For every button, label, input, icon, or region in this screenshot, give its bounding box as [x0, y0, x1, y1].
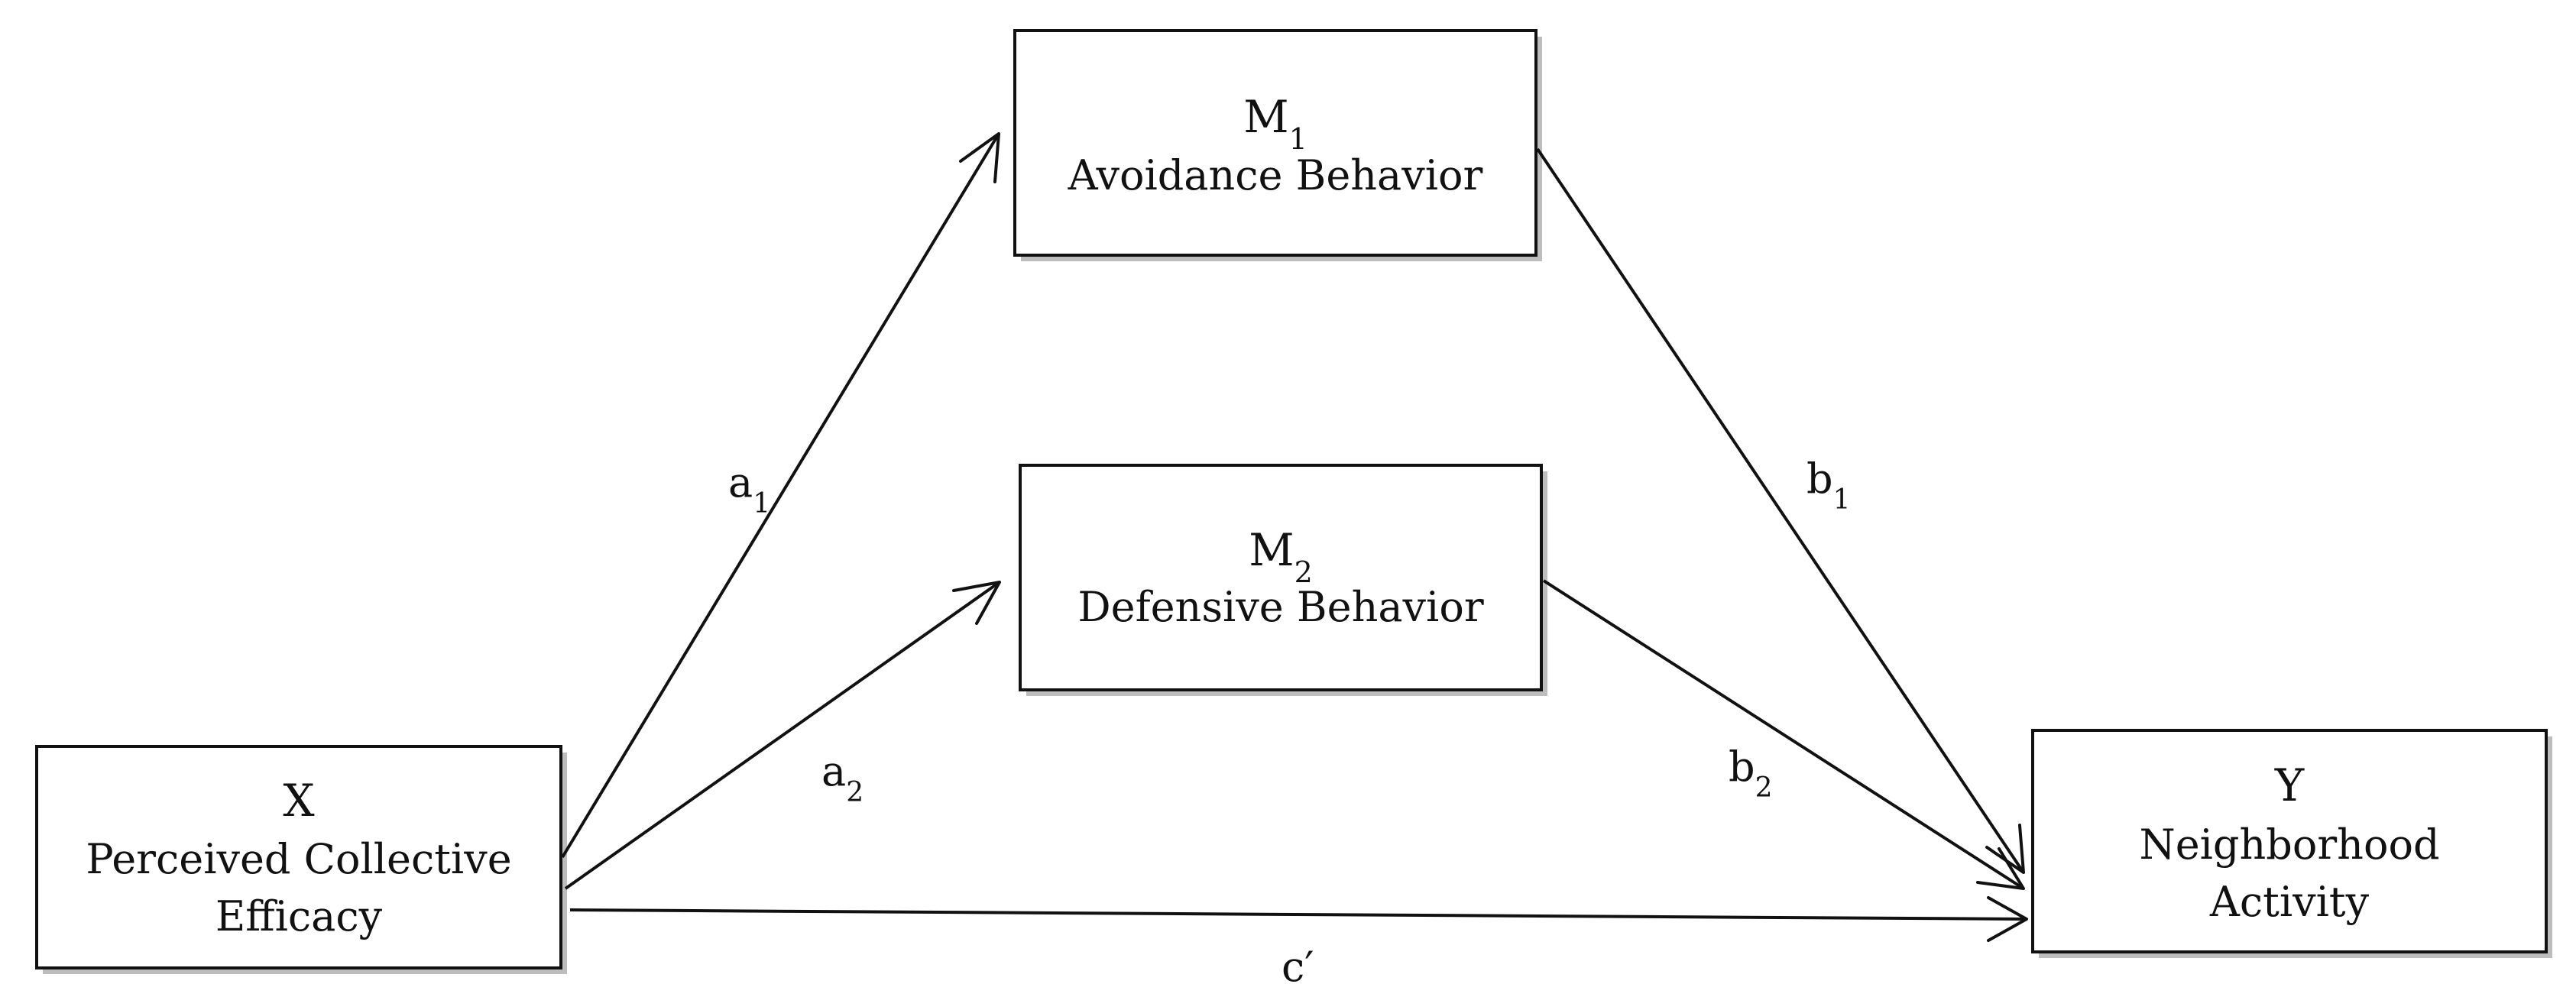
arrow-b1-head: [1985, 824, 2025, 874]
node-x-symbol: X: [283, 775, 315, 827]
node-x-box: [35, 745, 562, 969]
arrow-a1-line: [561, 132, 1000, 859]
arrow-a2-line: [564, 581, 1001, 890]
node-m2-symbol: M2: [1249, 524, 1313, 589]
node-m2: M2 Defensive Behavior: [1019, 464, 1547, 696]
arrow-c-line: [569, 908, 2027, 921]
node-y-symbol: Y: [2274, 759, 2305, 811]
node-y-label-line-2: Activity: [2209, 878, 2370, 926]
arrow-c-head: [1987, 896, 2028, 942]
arrow-c: [569, 896, 2028, 942]
node-m1-label: Avoidance Behavior: [1068, 151, 1483, 199]
arrow-a1-head: [959, 132, 1000, 183]
arrow-b1-line: [1536, 147, 2025, 874]
arrow-b1: [1536, 147, 2025, 874]
node-m1-box: [1013, 29, 1537, 257]
node-x-label-line-2: Efficacy: [215, 892, 383, 940]
path-label-a2: a2: [821, 747, 864, 808]
node-m1-symbol: M1: [1243, 91, 1307, 156]
node-x: X Perceived Collective Efficacy: [35, 745, 567, 974]
node-m2-label: Defensive Behavior: [1077, 583, 1483, 631]
arrow-b2: [1542, 579, 2025, 890]
node-y: Y Neighborhood Activity: [2031, 729, 2552, 958]
arrow-a1: [561, 132, 1000, 859]
node-y-label-line-1: Neighborhood: [2139, 821, 2439, 869]
path-label-c: c′: [1282, 943, 1314, 991]
node-x-label-line-1: Perceived Collective: [86, 835, 511, 883]
arrow-a2-head: [952, 581, 1001, 625]
node-m1: M1 Avoidance Behavior: [1013, 29, 1542, 261]
path-label-b2: b2: [1729, 743, 1772, 804]
arrow-b2-line: [1542, 579, 2025, 890]
path-label-b1: b1: [1806, 455, 1850, 516]
arrow-a2: [564, 581, 1001, 890]
arrow-b2-head: [1976, 847, 2025, 890]
node-y-box: [2031, 729, 2548, 953]
path-label-a1: a1: [728, 458, 770, 520]
node-m2-box: [1019, 464, 1543, 691]
